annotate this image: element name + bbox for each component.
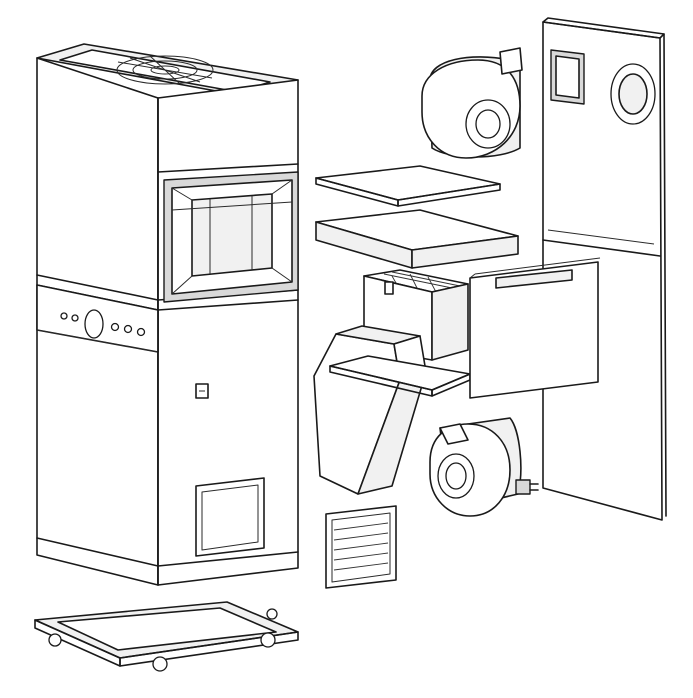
- lower-access-door: [195, 477, 265, 557]
- thermostat-dial-icon: [84, 309, 104, 339]
- louver-slats: [333, 522, 389, 571]
- side-panel-icon: [469, 257, 601, 399]
- filter-box-icon: [315, 209, 519, 269]
- switch-knob-icon: [123, 324, 133, 334]
- motor-connector-icon: [515, 479, 539, 495]
- top-fan-grille-icon: [116, 55, 214, 85]
- switch-knob-icon: [110, 322, 120, 332]
- caster-base-icon: [34, 601, 299, 672]
- heat-exchanger-icon: [313, 269, 471, 495]
- blower-fan-icon: [421, 47, 523, 159]
- caster-wheel-icon: [48, 633, 62, 647]
- filter-box-side: [411, 235, 519, 269]
- cabinet-top-fan-area: [59, 49, 271, 93]
- grille-icon: [325, 505, 397, 589]
- base-frame-inner: [57, 607, 277, 651]
- exchanger-side: [431, 283, 469, 361]
- switch-knob-icon: [136, 327, 146, 337]
- louver-grille-frame: [325, 505, 397, 589]
- lower-blower-outlet: [439, 423, 469, 445]
- exchanger-top-grille: [383, 271, 461, 293]
- filter-plate-icon: [315, 165, 501, 207]
- control-knobs: [60, 309, 146, 339]
- exchanger-fitting: [384, 281, 394, 295]
- side-panel-board: [469, 261, 599, 399]
- side-panel-handle-slot: [495, 269, 573, 289]
- indicator-light-icon: [71, 314, 79, 322]
- rear-panel-icon: [542, 17, 667, 521]
- indicator-light-icon: [60, 312, 68, 320]
- caster-wheels: [48, 608, 278, 672]
- caster-wheel-icon: [152, 656, 168, 672]
- caster-wheel-icon: [266, 608, 278, 620]
- top-blower-outlet: [499, 47, 523, 75]
- heater-cabinet-icon: [36, 43, 299, 586]
- blower-motor-icon: [429, 417, 539, 517]
- caster-wheel-icon: [260, 632, 276, 648]
